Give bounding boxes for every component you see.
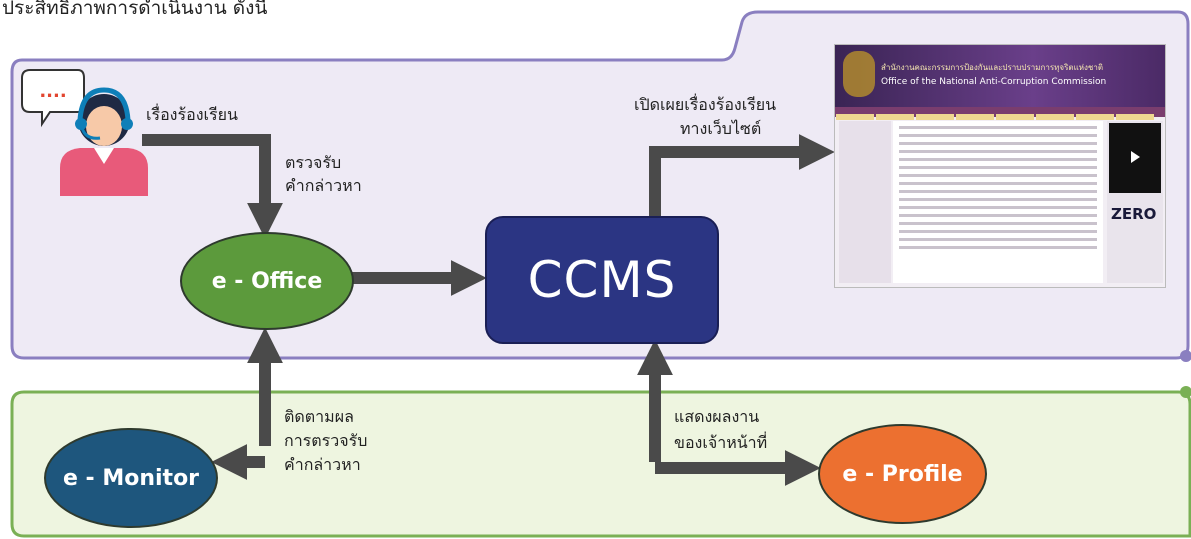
arrow-ccms-to-website <box>649 134 835 216</box>
emblem-icon <box>843 51 875 97</box>
arrow-agent-to-eoffice <box>142 134 283 239</box>
label-track-3: คำกล่าวหา <box>284 455 361 474</box>
node-e-profile: e - Profile <box>818 424 987 524</box>
label-publish-1: เปิดเผยเรื่องร้องเรียน <box>634 95 777 114</box>
website-header: สำนักงานคณะกรรมการป้องกันและปราบปรามการท… <box>835 45 1165 107</box>
label-receive-1: ตรวจรับ <box>285 153 342 172</box>
website-content <box>893 121 1103 283</box>
speech-bubble-dots: .... <box>39 81 66 102</box>
call-center-agent-icon: .... <box>20 68 150 198</box>
label-complaint: เรื่องร้องเรียน <box>146 105 238 124</box>
label-publish-2: ทางเว็บไซต์ <box>680 119 762 138</box>
website-sidebar <box>839 121 891 283</box>
website-title-en: Office of the National Anti-Corruption C… <box>881 77 1107 87</box>
zero-badge: ZERO <box>1111 205 1157 223</box>
label-show-2: ของเจ้าหน้าที่ <box>674 433 768 452</box>
lower-panel-dot <box>1180 386 1191 398</box>
website-title-th: สำนักงานคณะกรรมการป้องกันและปราบปรามการท… <box>881 63 1104 72</box>
node-e-monitor: e - Monitor <box>44 428 218 528</box>
top-caption: ประสิทธิภาพการดำเนินงาน ดังนี้ <box>2 0 268 19</box>
node-ccms: CCMS <box>485 216 719 344</box>
label-receive-2: คำกล่าวหา <box>285 176 362 195</box>
node-e-office: e - Office <box>180 232 354 330</box>
play-icon <box>1131 151 1140 163</box>
upper-panel-dot <box>1180 350 1191 362</box>
label-track-2: การตรวจรับ <box>284 431 368 450</box>
website-screenshot: สำนักงานคณะกรรมการป้องกันและปราบปรามการท… <box>834 44 1166 288</box>
label-show-1: แสดงผลงาน <box>674 407 760 426</box>
website-nav <box>835 107 1165 120</box>
label-track-1: ติดตามผล <box>284 407 354 426</box>
